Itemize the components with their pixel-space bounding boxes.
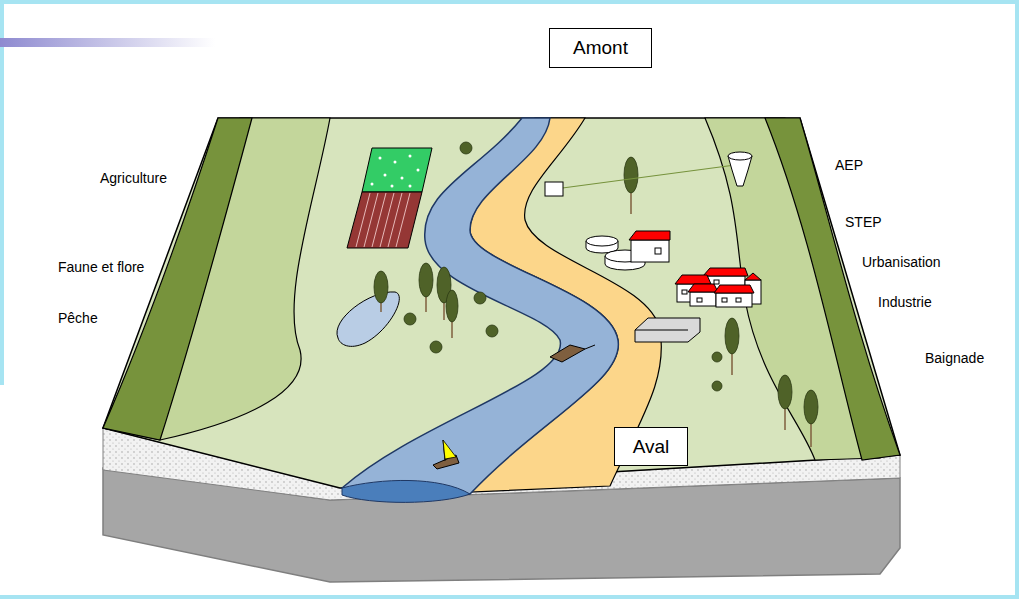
right-hill [765,118,900,460]
gradient-bar [0,38,215,47]
use-label: Baignade [925,350,984,366]
treatment-plant [586,231,670,270]
frame-bottom [0,595,1019,599]
factory [635,318,700,342]
use-label: AEP [835,157,863,173]
use-label: Pêche [58,310,98,326]
use-label: STEP [845,214,882,230]
crop-dots [371,155,420,188]
use-label: Faune et flore [58,259,144,275]
box-text: Aval [633,436,670,458]
frame-left [0,0,4,385]
use-label: Industrie [878,294,932,310]
use-label: Agriculture [100,170,167,186]
frame-right [1015,0,1019,599]
box-text: Amont [573,37,628,59]
use-label: Urbanisation [862,254,941,270]
frame-top [0,0,1019,4]
left-terrace [103,118,330,440]
boats [433,345,595,469]
factory-edge [635,330,688,331]
houses [675,268,761,307]
plowed-field [347,192,422,248]
river-mouth [342,480,470,502]
position-box: Aval [614,427,688,466]
water-intake [545,182,563,196]
left-hill [103,118,252,440]
water-pipe [555,165,735,189]
water-tower-top [728,152,752,160]
pond [337,292,399,346]
trees [374,142,818,447]
crop-field [362,148,432,192]
furrows [356,193,410,247]
position-box: Amont [549,28,652,68]
